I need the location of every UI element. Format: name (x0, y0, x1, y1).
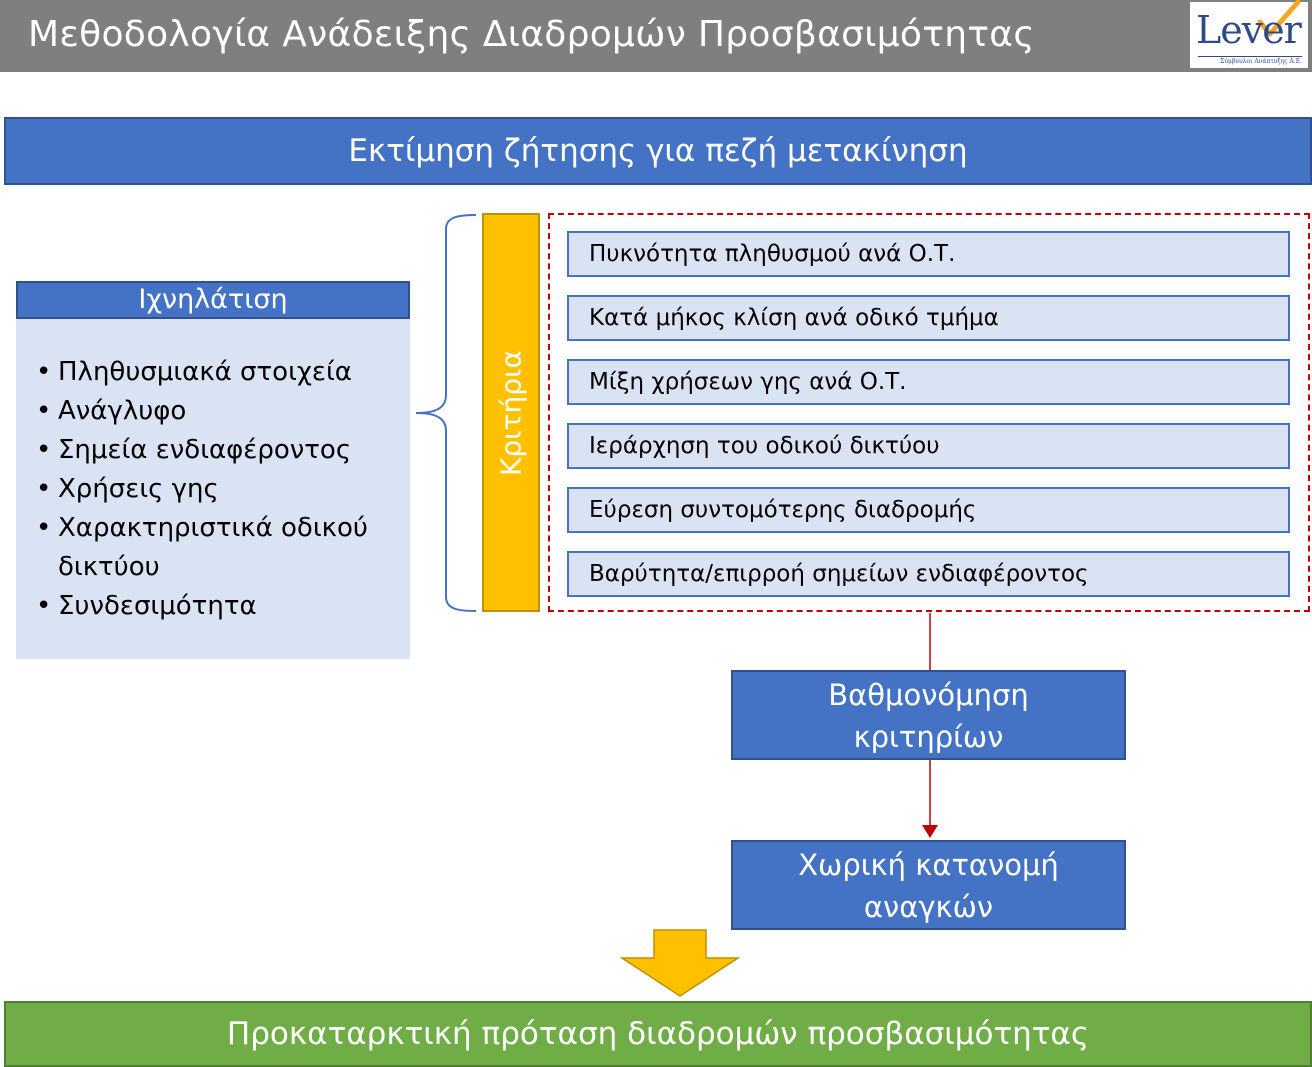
list-item: Χαρακτηριστικά οδικού δικτύου (36, 509, 406, 587)
logo-subtitle: Σύμβουλοι Ανάπτυξης Α.Ε. (1198, 56, 1302, 65)
ranking-line-2: κριτηρίων (853, 720, 1004, 754)
criterion-item: Πυκνότητα πληθυσμού ανά Ο.Τ. (567, 231, 1290, 277)
criterion-item: Βαρύτητα/επιρροή σημείων ενδιαφέροντος (567, 551, 1290, 597)
criterion-item: Κατά μήκος κλίση ανά οδικό τμήμα (567, 295, 1290, 341)
preliminary-proposal-footer: Προκαταρκτική πρόταση διαδρομών προσβασι… (4, 1001, 1312, 1067)
criterion-item: Μίξη χρήσεων γης ανά Ο.Τ. (567, 359, 1290, 405)
tracking-box: Ιχνηλάτιση Πληθυσμιακά στοιχεία Ανάγλυφο… (16, 281, 410, 659)
criterion-item: Εύρεση συντομότερης διαδρομής (567, 487, 1290, 533)
criteria-label: Κριτήρια (494, 349, 528, 476)
criteria-bar: Κριτήρια (482, 213, 540, 612)
spatial-distribution-box: Χωρική κατανομή αναγκών (731, 840, 1126, 930)
logo-text: Lever (1196, 8, 1302, 52)
list-item: Ανάγλυφο (36, 392, 406, 431)
lever-logo: Lever Σύμβουλοι Ανάπτυξης Α.Ε. (1190, 0, 1308, 68)
header-bar: Μεθοδολογία Ανάδειξης Διαδρομών Προσβασι… (0, 0, 1312, 72)
distribution-line-1: Χωρική κατανομή (798, 848, 1059, 882)
criteria-ranking-box: Βαθμονόμηση κριτηρίων (731, 670, 1126, 760)
criterion-item: Ιεράρχηση του οδικού δικτύου (567, 423, 1290, 469)
demand-estimation-banner: Εκτίμηση ζήτησης για πεζή μετακίνηση (4, 117, 1312, 185)
criteria-frame (548, 213, 1310, 612)
ranking-line-1: Βαθμονόμηση (828, 678, 1029, 712)
checkmark-icon (1257, 0, 1301, 37)
page-title: Μεθοδολογία Ανάδειξης Διαδρομών Προσβασι… (28, 14, 1035, 55)
list-item: Χρήσεις γης (36, 470, 406, 509)
list-item: Συνδεσιμότητα (36, 587, 406, 626)
tracking-list: Πληθυσμιακά στοιχεία Ανάγλυφο Σημεία ενδ… (36, 353, 406, 626)
distribution-line-2: αναγκών (863, 890, 994, 924)
curly-brace (415, 214, 477, 612)
tracking-title: Ιχνηλάτιση (16, 281, 410, 319)
down-arrow-icon (620, 929, 740, 997)
list-item: Πληθυσμιακά στοιχεία (36, 353, 406, 392)
list-item: Σημεία ενδιαφέροντος (36, 431, 406, 470)
